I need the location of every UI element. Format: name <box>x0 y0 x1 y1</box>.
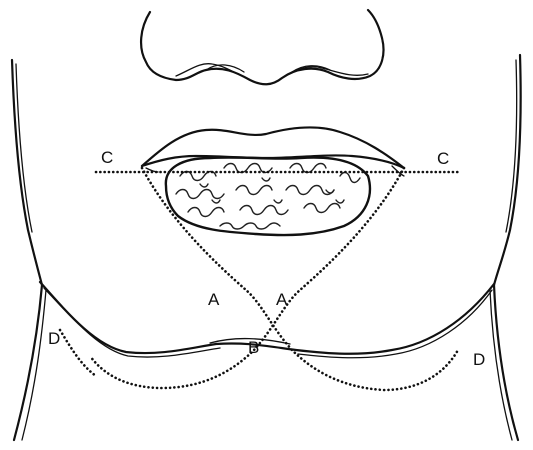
incision-line-d-left <box>60 330 96 376</box>
neck-contours <box>14 285 518 440</box>
label-c-left: C <box>101 148 113 167</box>
label-c-right: C <box>437 149 449 168</box>
label-b: B <box>248 338 259 357</box>
label-d-left: D <box>48 329 60 348</box>
jaw-line <box>40 282 494 358</box>
label-a-right: A <box>276 290 288 309</box>
label-a-left: A <box>208 290 220 309</box>
label-d-right: D <box>473 350 485 369</box>
nose-drawing <box>141 10 383 84</box>
tumor-mass <box>166 157 370 235</box>
